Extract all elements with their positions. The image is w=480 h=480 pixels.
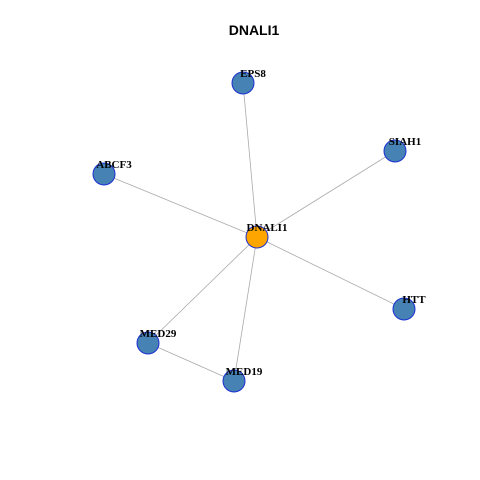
node-abcf3: ABCF3 bbox=[92, 159, 132, 186]
edges-layer bbox=[103, 82, 405, 382]
node-label-htt: HTT bbox=[402, 294, 426, 306]
edge-dnali1-med19 bbox=[233, 236, 258, 382]
node-dnali1: DNALI1 bbox=[245, 222, 288, 249]
node-circle-siah1 bbox=[383, 139, 407, 163]
node-circle-med19 bbox=[222, 369, 246, 393]
node-circle-htt bbox=[392, 297, 416, 321]
node-circle-abcf3 bbox=[92, 162, 116, 186]
node-circle-med29 bbox=[136, 331, 160, 355]
edge-dnali1-abcf3 bbox=[103, 173, 258, 238]
edge-dnali1-siah1 bbox=[256, 150, 396, 238]
node-label-med29: MED29 bbox=[140, 328, 177, 340]
edge-dnali1-htt bbox=[256, 236, 405, 310]
node-circle-eps8 bbox=[231, 71, 255, 95]
node-label-med19: MED19 bbox=[226, 366, 263, 378]
node-label-dnali1: DNALI1 bbox=[247, 222, 288, 234]
node-med29: MED29 bbox=[136, 328, 177, 355]
node-label-siah1: SIAH1 bbox=[389, 136, 421, 148]
node-siah1: SIAH1 bbox=[383, 136, 421, 163]
node-med19: MED19 bbox=[222, 366, 263, 393]
edge-med29-med19 bbox=[147, 342, 235, 382]
node-label-abcf3: ABCF3 bbox=[96, 159, 132, 171]
node-eps8: EPS8 bbox=[231, 68, 266, 95]
node-label-eps8: EPS8 bbox=[240, 68, 266, 80]
node-circle-dnali1 bbox=[245, 225, 269, 249]
graph-title: DNALI1 bbox=[229, 22, 280, 38]
edge-dnali1-med29 bbox=[147, 236, 258, 344]
node-htt: HTT bbox=[392, 294, 426, 321]
edge-dnali1-eps8 bbox=[242, 82, 258, 238]
